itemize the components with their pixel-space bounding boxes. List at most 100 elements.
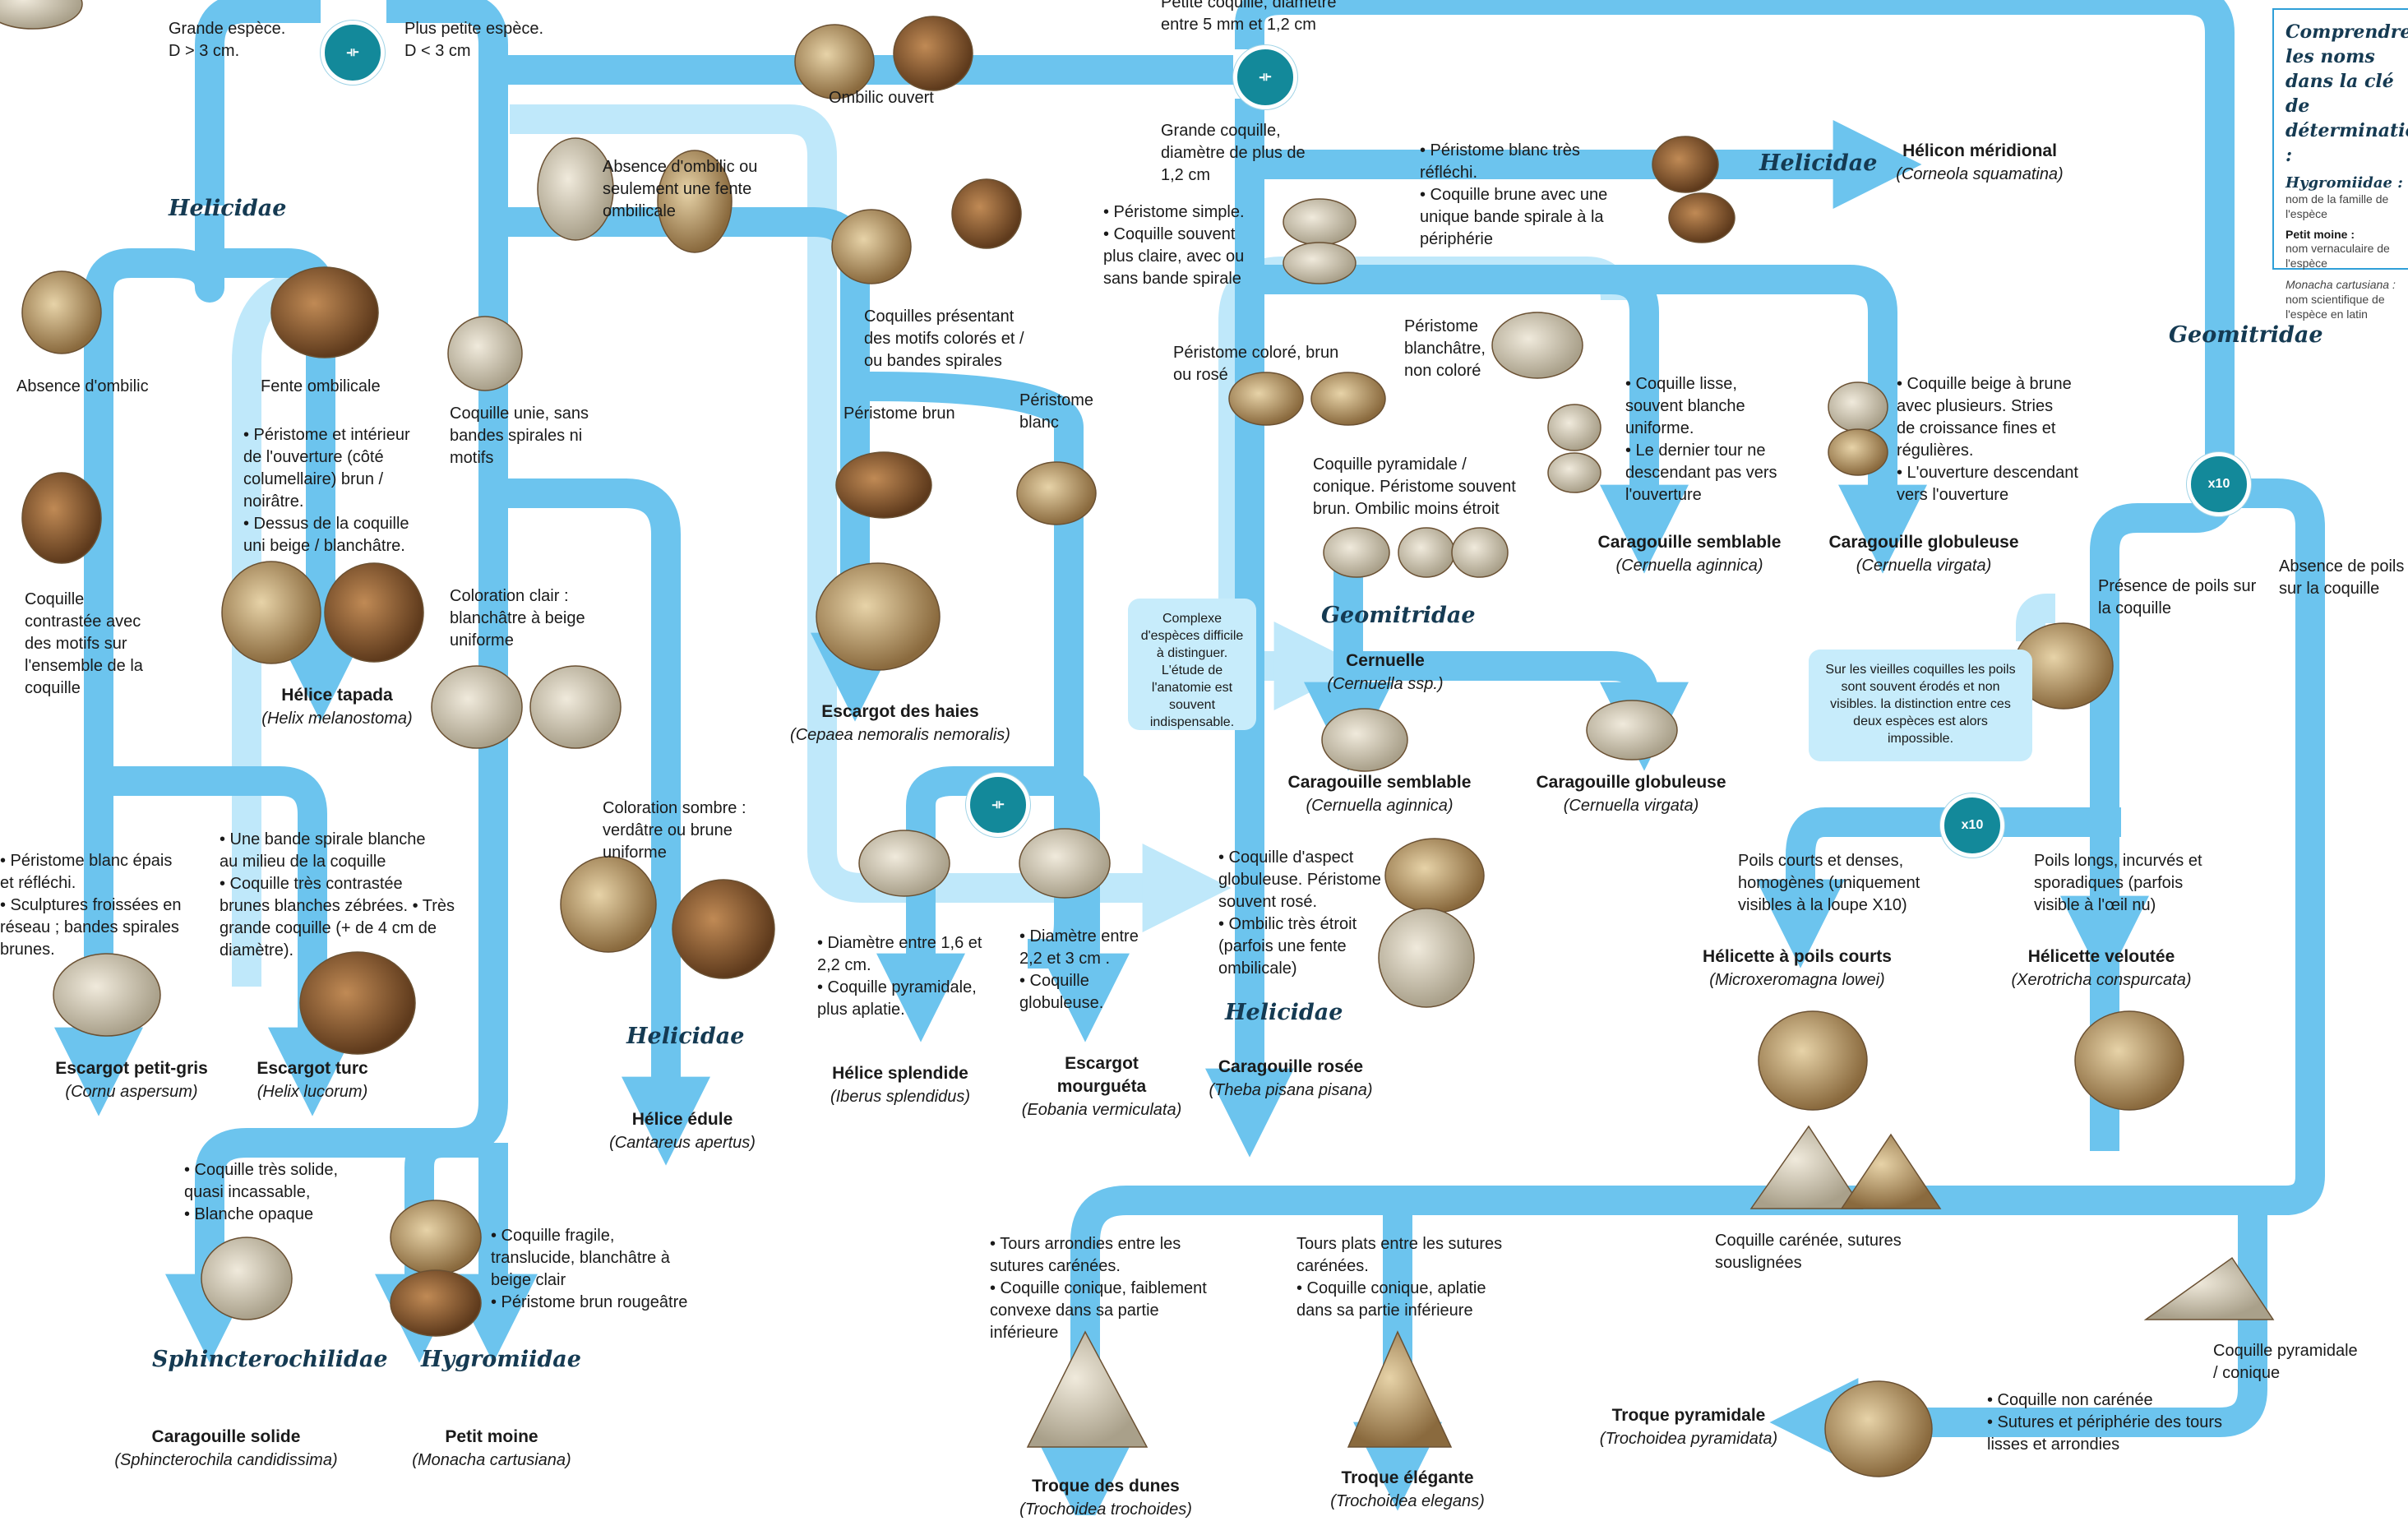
shell-image: [1491, 312, 1583, 379]
shell-image: [1749, 1125, 1864, 1209]
species-latin-name: (Corneola squamatina): [1896, 165, 2064, 183]
label-coquille-contrastee: Coquille contrastée avec des motifs sur …: [25, 590, 143, 697]
species-pyramidale: Troque pyramidale(Trochoidea pyramidata): [1541, 1404, 1837, 1450]
family-label: Helicidae: [1759, 150, 1878, 176]
family-label: Helicidae: [1225, 1000, 1343, 1025]
species-latin-name: (Microxeromagna lowei): [1709, 971, 1885, 989]
species-rosee: Caragouille rosée (Theba pisana pisana): [1143, 1056, 1439, 1102]
species-poils_courts: Hélicette à poils courts (Microxeromagna …: [1649, 945, 1945, 992]
path-cernuella-right2: [1611, 265, 1927, 574]
caliper-icon: ⟛: [321, 21, 385, 85]
shell-image: [0, 0, 83, 30]
path-contrastee: [99, 766, 357, 1116]
label-coquille-lisse: • Coquille lisse, souvent blanche unifor…: [1625, 375, 1777, 504]
label-peristome-blanchatre: Péristome blanchâtre, non coloré: [1404, 317, 1486, 380]
species-latin-name: (Eobania vermiculata): [1021, 1101, 1182, 1119]
species-helicon: Hélicon méridional (Corneola squamatina): [1832, 140, 2128, 186]
caliper-icon: ⟛: [1233, 45, 1297, 109]
path-left-to-sphinc: [165, 1128, 493, 1363]
family-label: Sphincterochilidae: [152, 1347, 388, 1372]
label-petite-coquille: Petite coquille, diamètre entre 5 mm et …: [1161, 0, 1337, 34]
path-conique: [1769, 1200, 2267, 1467]
family-label: Geomitridae: [1321, 603, 1476, 628]
note-complexe: Complexe d'espèces difficile à distingue…: [1128, 599, 1256, 730]
label-diametre-16: • Diamètre entre 1,6 et 2,2 cm. • Coquil…: [817, 934, 982, 1019]
species-common-name: Escargot petit-gris: [55, 1059, 208, 1078]
shell-image: [1378, 908, 1475, 1008]
shell-image: [560, 856, 657, 953]
species-common-name: Caragouille rosée: [1218, 1057, 1364, 1076]
species-cag_semblable_2: Caragouille semblable (Cernuella aginnica…: [1232, 771, 1528, 817]
shell-image: [1347, 1330, 1453, 1448]
shell-image: [951, 178, 1022, 249]
magnifier-x10-icon: x10: [2187, 452, 2251, 516]
path-peristome-split: [855, 372, 1084, 969]
species-latin-name: (Xerotricha conspurcata): [2011, 971, 2192, 989]
species-mourgueta: Escargot mourguéta(Eobania vermiculata): [954, 1052, 1250, 1121]
label-presence-poils: Présence de poils sur la coquille: [2098, 577, 2257, 617]
label-fente-ombilicale: Fente ombilicale: [261, 377, 381, 395]
species-elegante: Troque élégante(Trochoidea elegans): [1259, 1467, 1555, 1513]
species-latin-name: (Cernuella aginnica): [1306, 797, 1454, 815]
species-common-name: Petit moine: [445, 1427, 538, 1446]
species-latin-name: (Cantareus apertus): [609, 1134, 756, 1152]
species-latin-name: (Trochoidea elegans): [1330, 1492, 1485, 1510]
shell-image: [324, 562, 424, 663]
species-common-name: Caragouille semblable: [1287, 773, 1472, 792]
label-peristome-interieur: • Péristome et intérieur de l'ouverture …: [243, 426, 410, 555]
shell-image: [1321, 708, 1408, 772]
shell-image: [1310, 372, 1386, 426]
label-coquille-pyr-conique: Coquille pyramidale / conique: [2213, 1342, 2358, 1382]
species-veloutee: Hélicette veloutée(Xerotricha conspurcat…: [1953, 945, 2249, 992]
species-latin-name: (Sphincterochila candidissima): [114, 1451, 338, 1469]
shell-image: [1840, 1133, 1942, 1209]
species-edule: Hélice édule (Cantareus apertus): [534, 1108, 830, 1154]
path-right-down2: [1070, 478, 2325, 1283]
species-haies: Escargot des haies(Cepaea nemoralis nemo…: [752, 700, 1048, 747]
shell-image: [831, 209, 912, 284]
shell-image: [1283, 242, 1357, 284]
path-splendide: [906, 766, 1130, 1043]
label-poils-longs: Poils longs, incurvés et sporadiques (pa…: [2034, 852, 2202, 914]
shell-image: [1828, 381, 1888, 432]
shell-image: [893, 16, 973, 91]
species-common-name: Hélicette à poils courts: [1703, 947, 1892, 966]
path-light-ombilic: [510, 104, 1232, 932]
family-label: Helicidae: [169, 196, 287, 221]
path-helicidae-left: [54, 214, 224, 1116]
shell-image: [537, 137, 614, 241]
shell-image: [390, 1200, 482, 1275]
shell-image: [447, 316, 523, 391]
shell-image: [299, 951, 416, 1055]
legend-title: Comprendre les noms dans la clé de déter…: [2286, 21, 2408, 166]
label-poils-courts: Poils courts et denses, homogènes (uniqu…: [1738, 852, 1920, 914]
shell-image: [21, 270, 102, 354]
species-common-name: Cernuelle: [1346, 651, 1425, 670]
shell-image: [816, 562, 941, 671]
label-coquille-solide: • Coquille très solide, quasi incassable…: [184, 1161, 339, 1223]
label-coquille-carenee: Coquille carénée, sutures souslignées: [1715, 1232, 1902, 1272]
shell-image: [1026, 1330, 1149, 1448]
species-splendide: Hélice splendide(Iberus splendidus): [752, 1062, 1048, 1108]
shell-image: [53, 953, 161, 1037]
label-diametre-22: • Diamètre entre 2,2 et 3 cm . • Coquill…: [1019, 927, 1139, 1012]
species-cag_semblable_1: Caragouille semblable(Cernuella aginnica…: [1541, 531, 1837, 577]
shell-image: [1323, 527, 1390, 578]
species-common-name: Hélicon méridional: [1902, 141, 2057, 160]
species-latin-name: (Cernuella ssp.): [1327, 675, 1444, 693]
path-top-right: [1235, 0, 2235, 460]
shell-image: [657, 150, 733, 253]
label-peristome-blanc-epais: • Péristome blanc épais et réfléchi. • S…: [0, 852, 182, 959]
species-common-name: Hélice édule: [631, 1110, 733, 1129]
shell-image: [794, 24, 875, 99]
shell-image: [1019, 828, 1111, 899]
species-common-name: Caragouille semblable: [1597, 533, 1782, 552]
species-latin-name: (Theba pisana pisana): [1209, 1081, 1373, 1099]
shell-image: [390, 1269, 482, 1337]
legend-scientific-desc: nom scientifique de l'espèce en latin: [2286, 293, 2385, 321]
shell-image: [858, 830, 950, 897]
species-common-name: Escargot turc: [257, 1059, 368, 1078]
species-latin-name: (Trochoidea trochoides): [1019, 1500, 1192, 1519]
species-cag_globuleuse_2: Caragouille globuleuse(Cernuella virgata…: [1483, 771, 1779, 817]
path-light-poils: [2016, 594, 2062, 641]
